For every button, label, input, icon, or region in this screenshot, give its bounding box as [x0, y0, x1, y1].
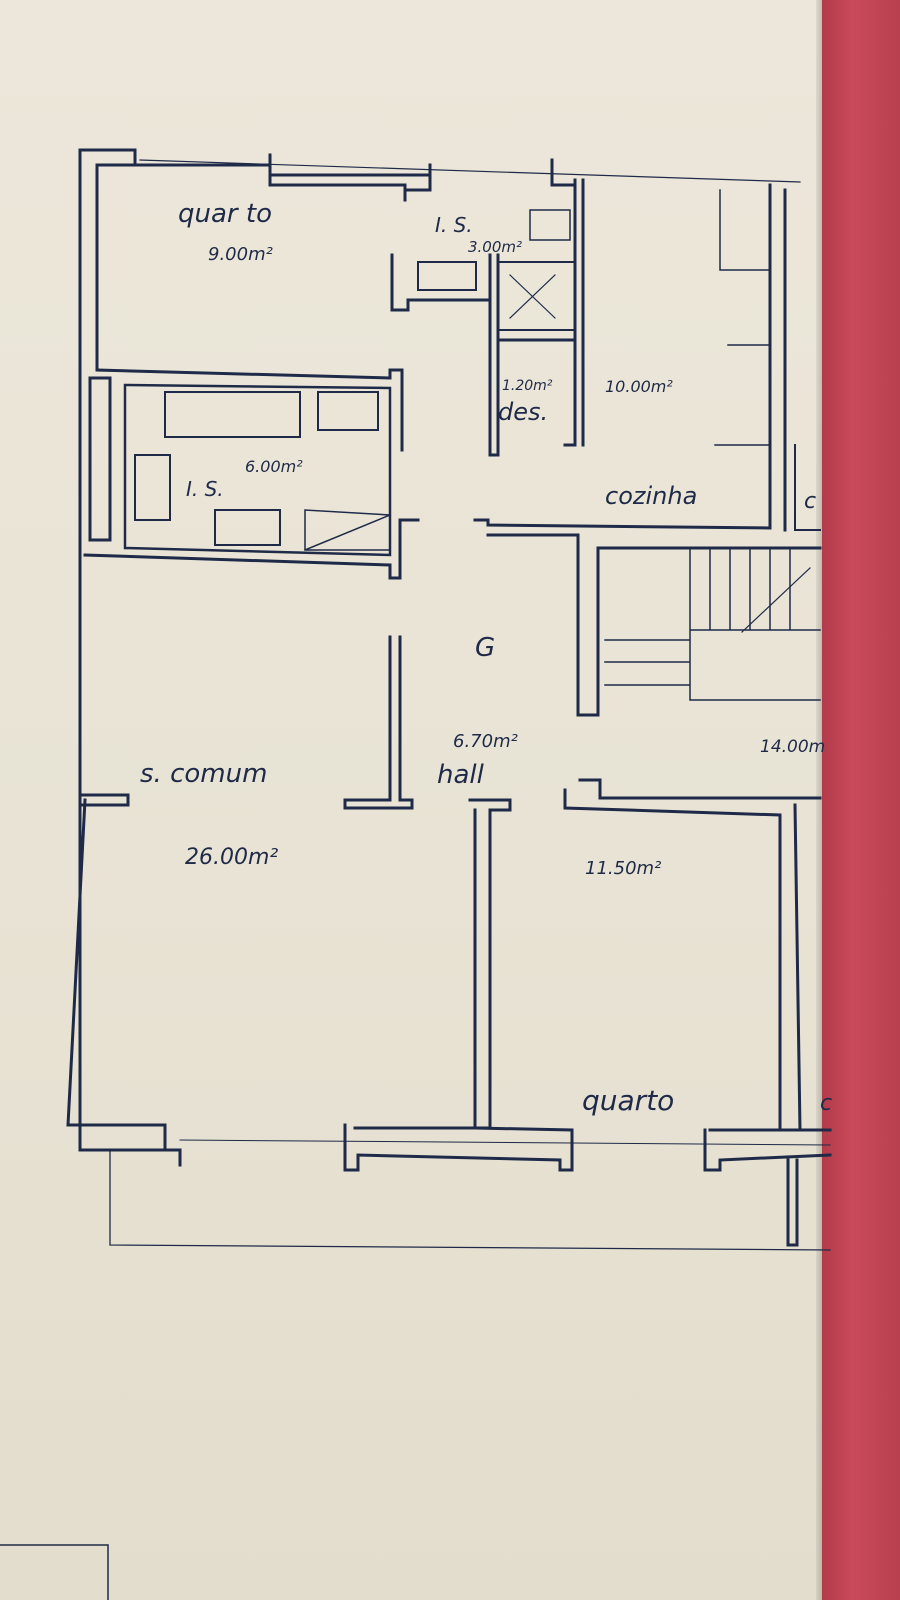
area-is-bath: 6.00m² [245, 457, 303, 476]
label-is-bath: I. S. [186, 477, 224, 501]
bottom-right-pier [786, 1158, 799, 1247]
bathtub [164, 391, 301, 438]
is-small-fixture [417, 261, 477, 291]
area-quarto-top: 9.00m² [208, 244, 273, 265]
label-sala-comum: s. comum [140, 759, 267, 789]
bath-toilet [134, 454, 171, 521]
is-small-sink [529, 209, 571, 241]
quarto-bottom-top-wall [563, 778, 822, 1132]
bath-lower-wall [83, 518, 420, 580]
label-is-small: I. S. [435, 213, 473, 237]
top-pier [268, 153, 432, 202]
red-binder-edge [822, 0, 900, 1600]
bath-bidet [317, 391, 379, 431]
edge-mark-lower: c [820, 1091, 832, 1116]
bottom-wall [163, 1123, 574, 1172]
label-circulacao: G [475, 633, 495, 663]
label-despensa: des. [498, 398, 548, 426]
stair-treads [604, 547, 821, 701]
bath-sink [214, 509, 281, 546]
label-quarto-top: quar to [178, 199, 272, 229]
walls [0, 148, 832, 1600]
binder-shadow [816, 0, 822, 1600]
label-quarto-bottom: quarto [582, 1084, 674, 1117]
kitchen-lower-wall [473, 183, 787, 532]
area-hall: 6.70m² [453, 731, 518, 752]
area-is-small: 3.00m² [468, 238, 522, 256]
area-despensa: 1.20m² [502, 378, 553, 394]
bottom-right-wall [703, 1128, 832, 1172]
edge-mark-upper: c [804, 489, 816, 514]
sala-left-jamb [78, 793, 130, 807]
outer-left-wall [78, 148, 167, 1152]
label-hall: hall [437, 760, 485, 790]
area-cozinha: 10.00m² [605, 377, 673, 396]
right-corridor-wall [793, 803, 802, 1132]
label-cozinha: cozinha [605, 482, 697, 510]
top-window-line [139, 159, 801, 183]
sheet-frame-corner [0, 1544, 109, 1600]
stair-arrow [741, 567, 811, 633]
kitchen-counter [714, 189, 771, 521]
sala-partition [343, 635, 414, 810]
balcony-outline [109, 1149, 831, 1251]
bath-walls [123, 383, 392, 557]
shaft-cross [509, 274, 556, 319]
quarto-top-lower-wall [95, 368, 404, 452]
top-wall [78, 148, 432, 177]
bath-door [304, 509, 391, 551]
shaft-box [497, 261, 576, 331]
room-labels: quar to 9.00m² I. S. 3.00m² 1.20m² des. … [140, 199, 832, 1117]
area-sala-comum: 26.00m² [185, 845, 278, 870]
stair-core-wall [486, 533, 822, 717]
top-right-pier [550, 158, 577, 197]
balcony-inner-line [179, 1139, 831, 1146]
bath-outer [88, 376, 112, 542]
kitchen-edge-wall [794, 444, 821, 531]
hall-lower-pier [468, 798, 512, 1130]
area-escada: 14.00m [760, 737, 825, 757]
area-quarto-bottom: 11.50m² [585, 858, 661, 879]
left-wall-inner-lower [66, 798, 167, 1127]
right-pier-top [573, 178, 585, 447]
